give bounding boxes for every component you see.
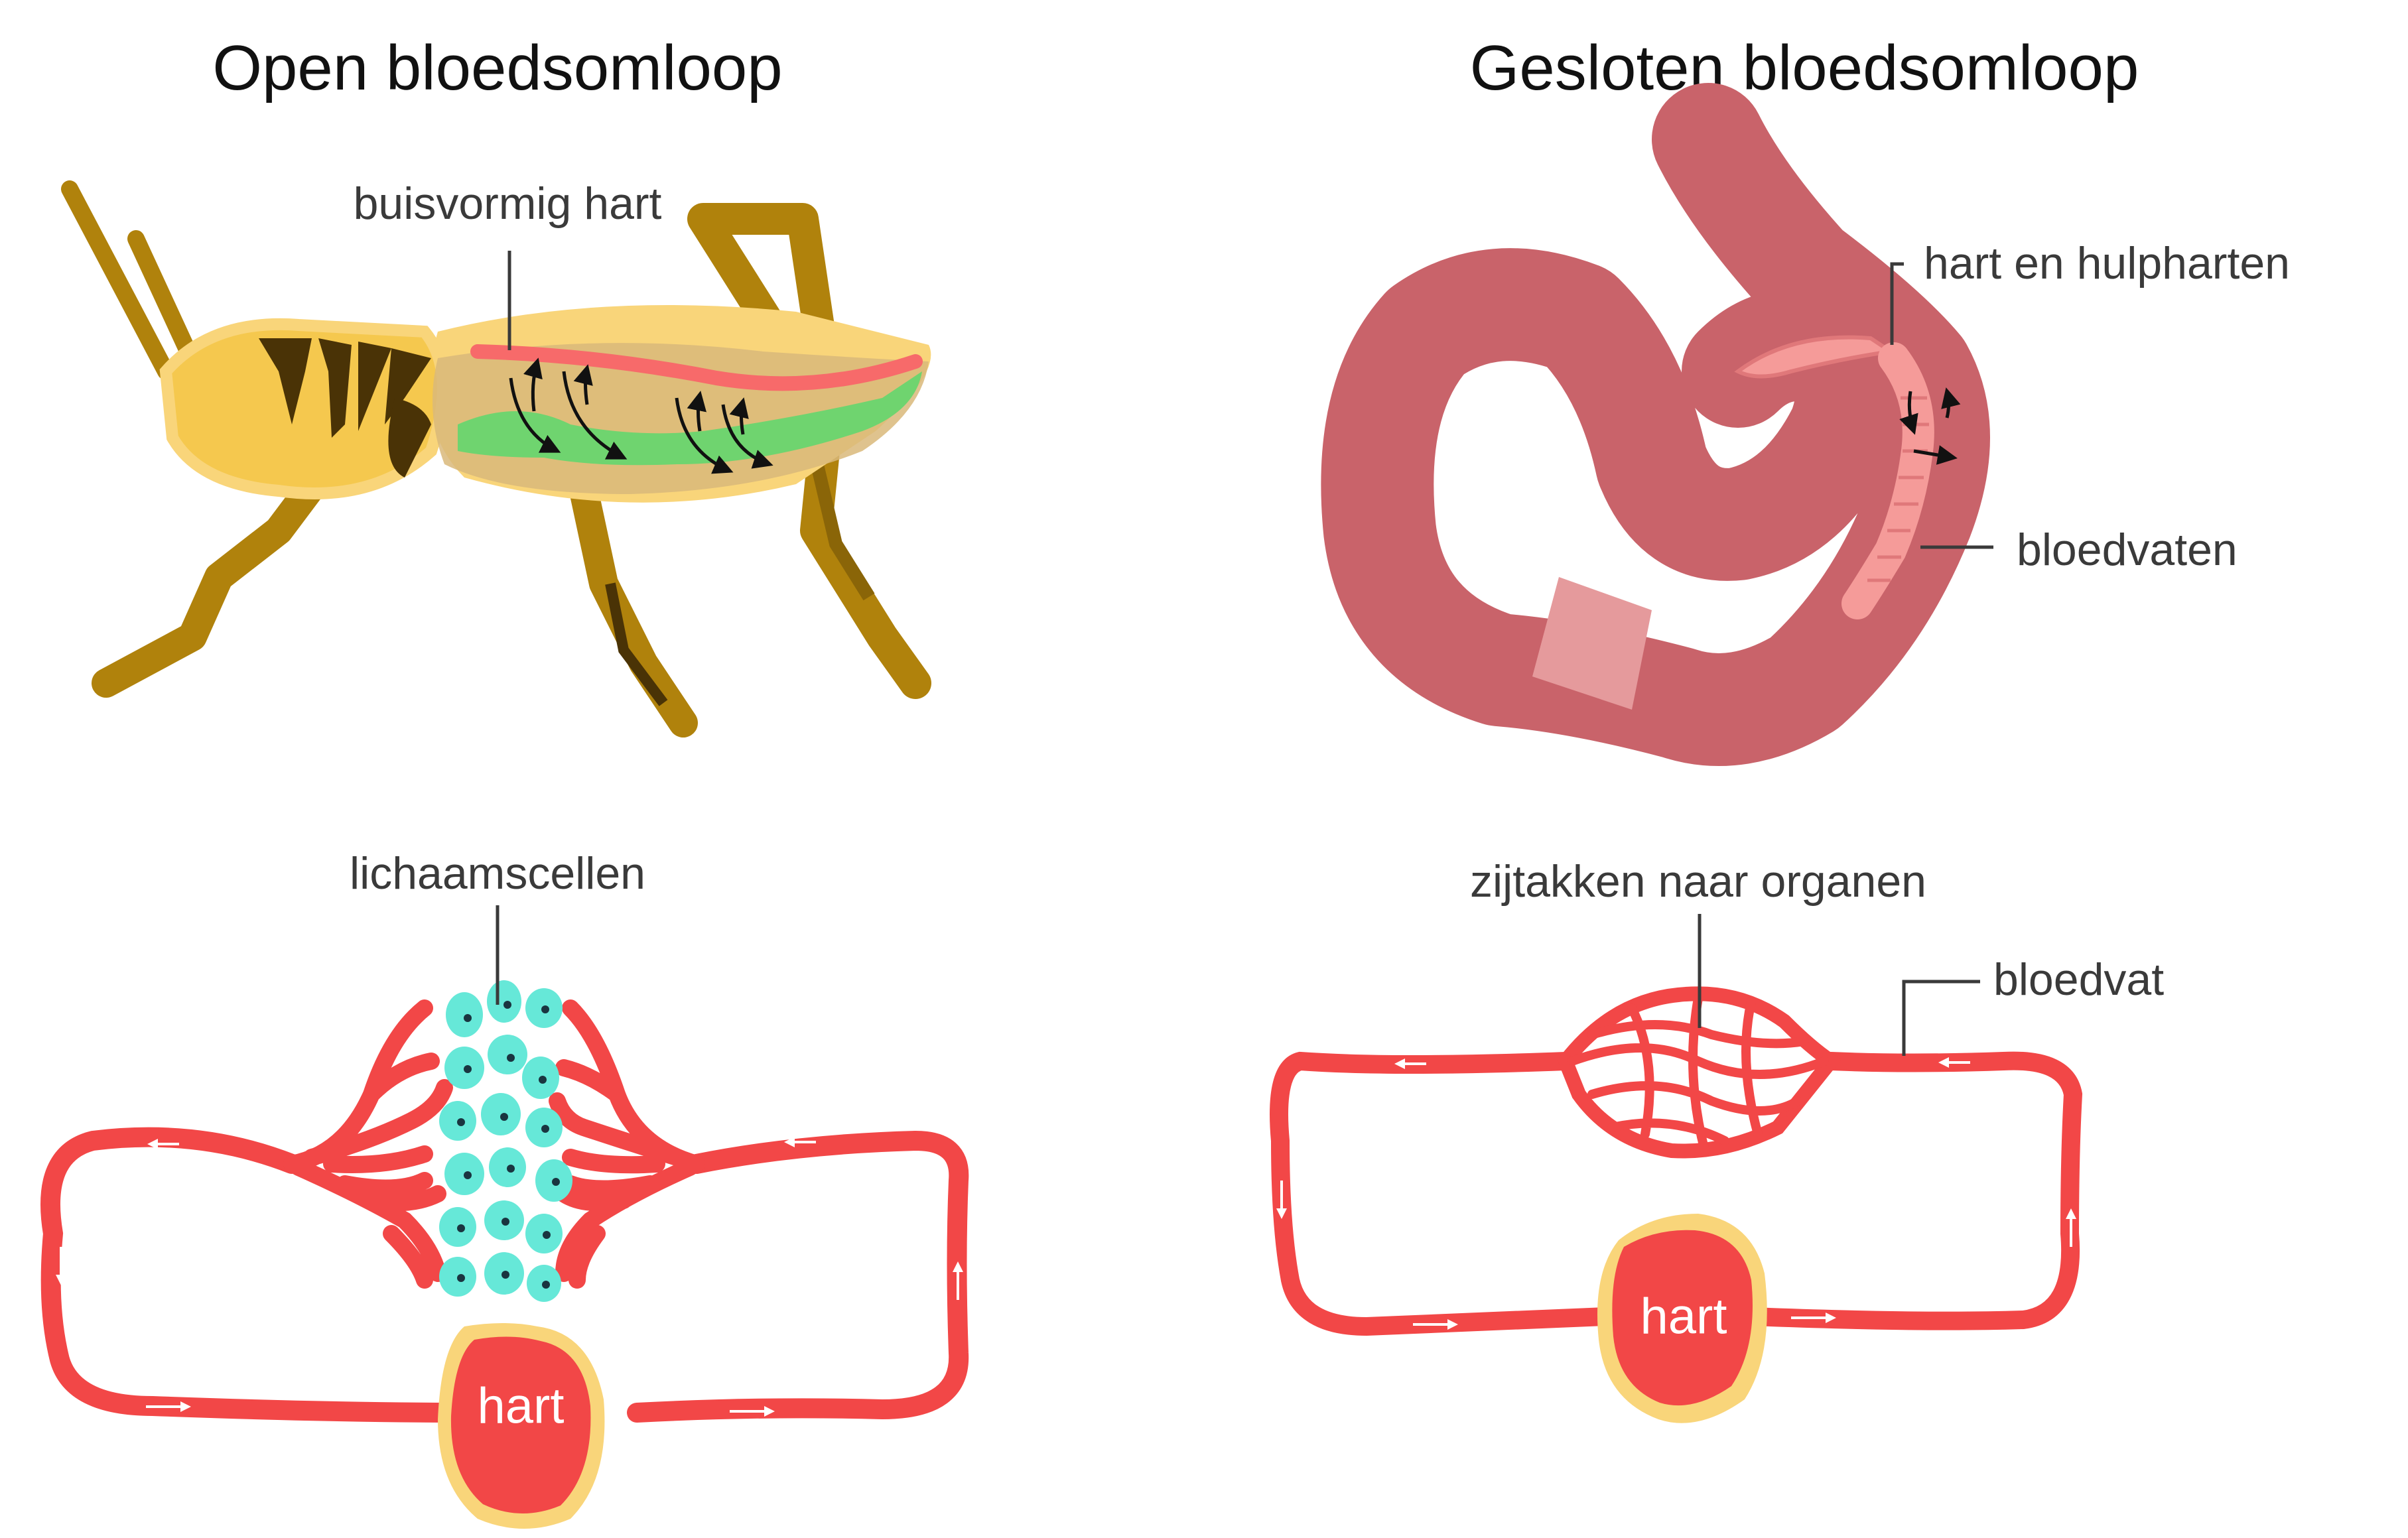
closed-capillary-network — [1568, 993, 1829, 1155]
label-blood-vessels: bloedvaten — [2017, 525, 2238, 575]
label-heart-open: hart — [477, 1378, 565, 1435]
title-closed-circulation: Gesloten bloedsomloop — [1469, 32, 2139, 103]
closed-capillary-network-outline — [1557, 986, 1842, 1159]
label-heart-closed: hart — [1640, 1288, 1727, 1345]
open-vessel-branches-right — [549, 999, 705, 1289]
grasshopper-mid-leg — [569, 476, 698, 737]
grasshopper-antenna — [61, 180, 204, 380]
earthworm-flow-arrows — [1899, 387, 1961, 465]
label-heart-and-aux-hearts: hart en hulpharten — [1924, 238, 2290, 288]
body-cells — [439, 980, 572, 1302]
grasshopper-flow-arrows — [509, 357, 773, 474]
earthworm-head — [1734, 335, 1897, 379]
leader-heart-and-aux — [1890, 262, 1904, 345]
grasshopper-illustration — [61, 180, 931, 737]
label-blood-vessel: bloedvat — [1993, 954, 2165, 1005]
earthworm-body — [1321, 83, 1990, 766]
earthworm-clitellum — [1532, 577, 1652, 710]
label-side-branches: zijtakken naar organen — [1469, 856, 1927, 907]
closed-circulation-schema — [1270, 914, 2083, 1423]
label-body-cells: lichaamscellen — [350, 848, 645, 899]
open-circulation-schema — [40, 905, 969, 1529]
grasshopper-tubular-heart — [470, 344, 923, 391]
grasshopper-thorax-stripes — [259, 338, 431, 478]
grasshopper-front-leg — [92, 463, 333, 698]
leader-blood-vessel — [1902, 980, 1980, 1056]
grasshopper-gut — [458, 371, 922, 466]
closed-heart — [1612, 1230, 1753, 1406]
earthworm-illustration — [1321, 83, 1993, 766]
open-loop-arrows — [56, 1137, 963, 1417]
closed-loop-arrows — [1276, 1057, 2076, 1330]
open-heart — [450, 1336, 591, 1514]
grasshopper-mid-leg-shadow — [605, 582, 668, 706]
title-open-circulation: Open bloedsomloop — [212, 32, 783, 103]
open-vessel-branches-left — [283, 999, 453, 1289]
label-tubular-heart: buisvormig hart — [353, 178, 662, 229]
body-cell-nuclei — [457, 1001, 560, 1289]
